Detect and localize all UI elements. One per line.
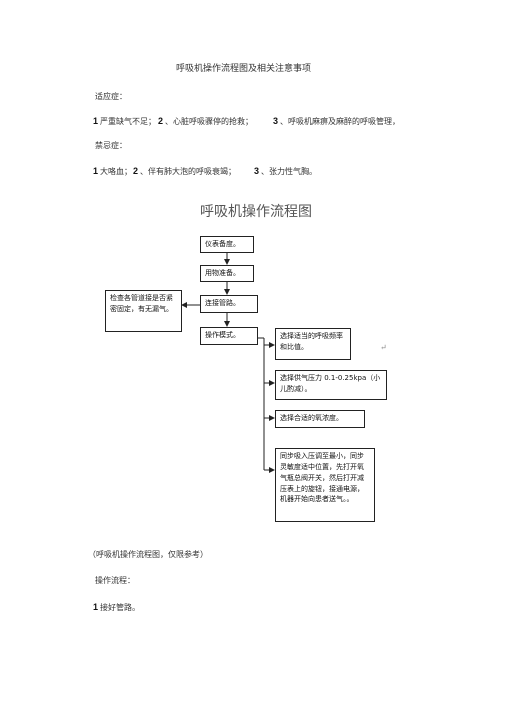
flow-step-connect-tubing: 连接管路。 xyxy=(200,295,258,313)
indication-1-text: 严重缺气不足； xyxy=(100,117,156,126)
contra-2-number: 2 xyxy=(133,166,139,176)
indication-2-text: 、心脏呼吸骤停的抢救； xyxy=(165,117,253,126)
contra-1-number: 1 xyxy=(93,166,99,176)
flow-option-pressure: 选择供气压力 0.1-0.25kpa（小儿酌减）。 xyxy=(275,370,387,400)
flow-step-supplies: 用物准备。 xyxy=(200,265,254,282)
flow-option-oxygen: 选择合适的氧浓度。 xyxy=(275,410,365,428)
contraindications-label: 禁忌症： xyxy=(95,141,127,150)
flowchart-title: 呼吸机操作流程图 xyxy=(200,204,312,220)
indication-3-text: 、呼吸机麻痹及麻醉的呼吸管理， xyxy=(280,117,400,126)
contra-3-text: 、张力性气胸。 xyxy=(261,167,317,176)
contra-2-text: 、伴有肺大泡的呼吸衰竭； xyxy=(140,167,236,176)
document-title: 呼吸机操作流程图及相关注意事项 xyxy=(176,64,312,74)
contra-1-text: 大咯血； xyxy=(100,167,132,176)
indication-3-number: 3 xyxy=(273,116,279,126)
contra-3-number: 3 xyxy=(254,166,260,176)
procedure-label: 操作流程： xyxy=(95,576,135,585)
flow-step-operation-mode: 操作模式。 xyxy=(200,327,258,345)
flowchart-caption: （呼吸机操作流程图，仅限参考） xyxy=(88,550,208,559)
flow-option-rate-ratio: 选择适当的呼吸频率和比值。 xyxy=(275,328,351,360)
indications-label: 适应症： xyxy=(95,92,127,101)
procedure-1-text: 接好管路。 xyxy=(100,603,140,612)
indication-1-number: 1 xyxy=(93,116,99,126)
return-mark: ↵ xyxy=(380,343,387,352)
procedure-1-number: 1 xyxy=(93,602,99,612)
indication-2-number: 2 xyxy=(158,116,164,126)
flow-step-instrument: 仪表备度。 xyxy=(200,236,254,253)
flow-option-sync-setup: 同步吸入压调至最小，同步灵敏度适中位置，先打开氧气瓶总阀开关，然后打开减压表上的… xyxy=(275,448,375,522)
flow-check-leak-box: 检查各管道接是否紧密固定，有无漏气。 xyxy=(105,290,182,332)
